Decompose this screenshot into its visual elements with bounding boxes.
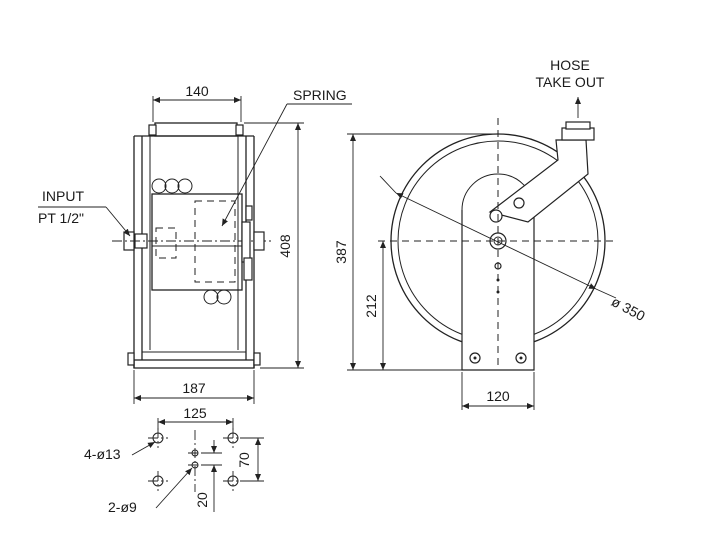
spring-callout: SPRING: [221, 87, 352, 227]
dim-hole-spacing-x-label: 125: [183, 405, 207, 421]
dim-top-width-label: 140: [185, 83, 209, 99]
large-holes-callout: 4-ø13: [84, 441, 156, 462]
mounting-hole-large: [148, 428, 168, 448]
dim-stand-width: 120: [461, 372, 535, 410]
dim-hole-spacing-y-label: 70: [236, 452, 252, 468]
mounting-hole-large: [148, 471, 168, 491]
mounting-hole-large: [223, 428, 243, 448]
spring-label: SPRING: [293, 87, 347, 103]
take-out-label: TAKE OUT: [536, 74, 605, 90]
hose-take-out-callout: HOSE TAKE OUT: [536, 57, 605, 118]
dim-base-width: 187: [133, 370, 255, 404]
mounting-hole-pattern: [148, 428, 243, 492]
dim-stand-width-label: 120: [486, 388, 510, 404]
front-view: [112, 122, 274, 369]
input-label: INPUT: [42, 188, 84, 204]
input-callout: INPUT PT 1/2": [38, 188, 131, 237]
dim-axle-height: 212: [363, 241, 386, 370]
hose-label: HOSE: [550, 57, 590, 73]
dim-reel-height-label: 387: [333, 240, 349, 264]
side-view: [378, 118, 618, 371]
dim-diameter-label: ø 350: [609, 293, 648, 324]
dim-small-hole-offset-label: 20: [194, 492, 210, 508]
input-thread-label: PT 1/2": [38, 210, 84, 226]
small-holes-callout: 2-ø9: [108, 467, 193, 515]
dim-top-width: 140: [152, 83, 242, 122]
mounting-hole-large: [223, 471, 243, 491]
dim-hole-spacing-x: 125: [157, 405, 234, 430]
dim-base-width-label: 187: [182, 380, 206, 396]
dim-reel-height: 387: [333, 133, 498, 371]
dim-axle-height-label: 212: [363, 294, 379, 318]
dim-hole-spacing-y: 70: [236, 437, 264, 482]
dim-height-label: 408: [277, 234, 293, 258]
small-holes-label: 2-ø9: [108, 499, 137, 515]
large-holes-label: 4-ø13: [84, 446, 121, 462]
dim-small-hole-offset: 20: [194, 440, 222, 512]
dim-height: 408: [244, 122, 304, 369]
